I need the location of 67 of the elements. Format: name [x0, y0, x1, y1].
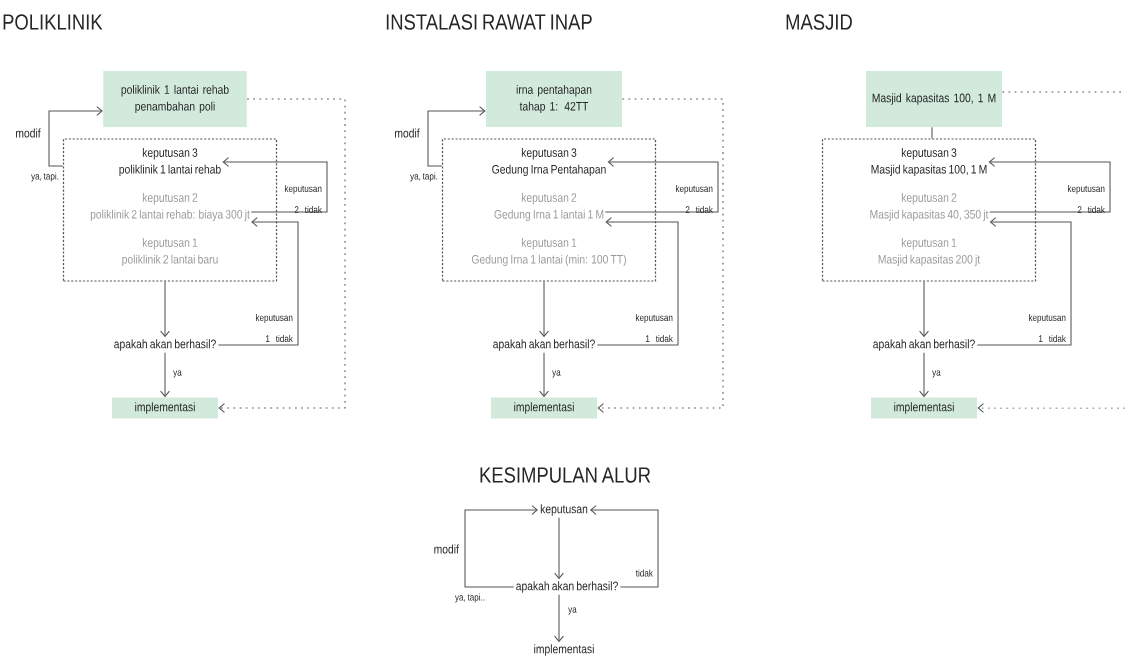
arrow	[464, 505, 539, 588]
question-text: apakah akan berhasil?	[493, 339, 595, 351]
arrow	[589, 505, 659, 588]
arrow	[919, 281, 929, 338]
process-box: implementasi	[112, 397, 218, 419]
edge-label: ya	[568, 607, 577, 615]
edge-label: modif	[395, 128, 420, 138]
section-heading: INSTALASI RAWAT INAP	[386, 14, 592, 30]
condition-label: ya, tapi.	[31, 172, 59, 182]
section-heading: KESIMPULAN ALUR	[480, 467, 651, 483]
option-frame	[62, 138, 278, 282]
section-heading: POLIKLINIK	[3, 14, 103, 30]
edge-label: tidak	[635, 569, 653, 577]
option-text: keputusan 1 Gedung Irna 1 lantai (min: 100 TT)	[471, 237, 626, 267]
edge-label: keputusan 2 tidak	[1068, 184, 1105, 214]
arrow	[988, 157, 1111, 213]
option-text: keputusan 1 Masjid kapasitas 200 jt	[878, 237, 981, 267]
dotted-arrow	[977, 403, 1125, 413]
option-text: keputusan 3 Masjid kapasitas 100, 1 M	[871, 147, 987, 177]
step-text: keputusan	[540, 504, 588, 516]
dotted-arrow	[597, 98, 724, 413]
option-frame	[441, 138, 657, 282]
arrow	[160, 281, 170, 338]
arrow	[976, 217, 1072, 346]
arrow	[539, 281, 549, 338]
edge-label: ya	[552, 370, 561, 378]
option-text: keputusan 3 poliklinik 1 lantai rehab	[119, 147, 221, 177]
edge-label: ya	[932, 370, 941, 378]
arrow	[596, 217, 679, 346]
edge-label: modif	[16, 128, 41, 138]
arrow	[217, 217, 299, 346]
option-text: keputusan 2 Masjid kapasitas 40, 350 jt	[870, 192, 989, 222]
connector-line	[931, 126, 933, 139]
arrow	[222, 157, 328, 213]
question-text: apakah akan berhasil?	[873, 339, 975, 351]
edge-label: keputusan 1 tidak	[1029, 313, 1066, 343]
arrow	[48, 106, 103, 167]
arrow	[427, 106, 486, 167]
condition-label: ya, tapi..	[455, 593, 485, 603]
edge-label: keputusan 2 tidak	[676, 184, 713, 214]
process-box: implementasi	[491, 397, 597, 419]
option-text: keputusan 2 poliklinik 2 lantai rehab: biaya 300 jt	[90, 192, 250, 222]
step-text: apakah akan berhasil?	[516, 581, 618, 593]
step-text: implementasi	[534, 644, 594, 656]
edge-label: ya	[173, 370, 182, 378]
process-box: irna pentahapan tahap 1: 42TT	[486, 71, 622, 127]
arrow	[604, 157, 719, 213]
edge-label: keputusan 1 tidak	[256, 313, 293, 343]
edge-label: modif	[434, 544, 459, 554]
question-text: apakah akan berhasil?	[114, 339, 216, 351]
process-box: Masjid kapasitas 100, 1 M	[866, 71, 1002, 127]
process-box: poliklinik 1 lantai rehab penambahan poli	[103, 71, 247, 127]
condition-label: ya, tapi.	[410, 172, 438, 182]
edge-label: keputusan 2 tidak	[285, 184, 322, 214]
arrow	[539, 352, 549, 398]
edge-label: keputusan 1 tidak	[636, 313, 673, 343]
option-text: keputusan 2 Gedung Irna 1 lantai 1 M	[494, 192, 604, 222]
arrow	[554, 517, 564, 580]
dotted-arrow	[218, 98, 346, 413]
process-box: implementasi	[871, 397, 977, 419]
arrow	[160, 352, 170, 398]
section-heading: MASJID	[786, 14, 852, 30]
arrow	[554, 594, 564, 643]
option-text: keputusan 1 poliklinik 2 lantai baru	[122, 237, 218, 267]
arrow	[919, 352, 929, 398]
option-frame	[821, 138, 1037, 282]
option-text: keputusan 3 Gedung Irna Pentahapan	[492, 147, 606, 177]
